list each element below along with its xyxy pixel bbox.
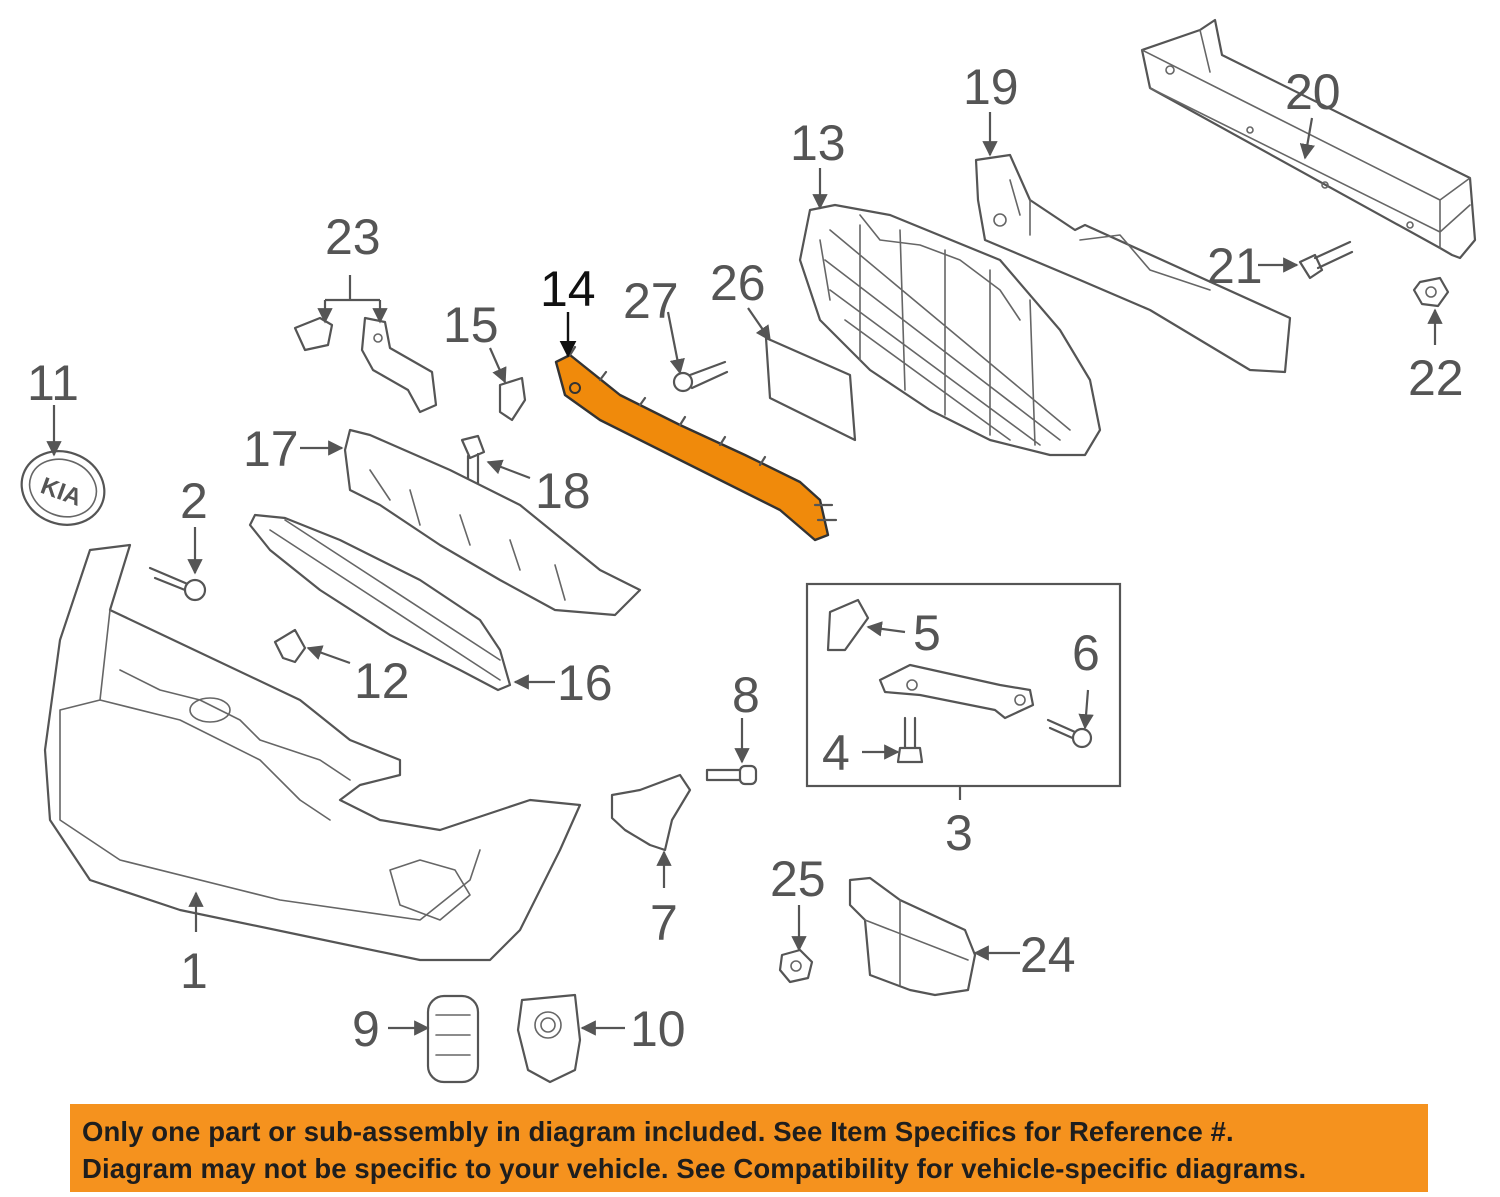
part-8-bolt (705, 764, 758, 786)
part-10-lamp-housing (516, 993, 582, 1084)
callout-27: 27 (623, 273, 679, 329)
part-1-bumper-cover (43, 543, 582, 962)
callout-7: 7 (650, 895, 678, 951)
callout-10: 10 (630, 1001, 686, 1057)
callout-25: 25 (770, 851, 826, 907)
part-2-bolt (148, 566, 207, 602)
callout-3: 3 (945, 805, 973, 861)
callout-5: 5 (913, 605, 941, 661)
callout-15: 15 (443, 297, 499, 353)
callout-8: 8 (732, 667, 760, 723)
part-26-plate-bracket (764, 336, 857, 442)
part-21-bolt (1298, 240, 1354, 280)
disclaimer-line-2: Diagram may not be specific to your vehi… (82, 1153, 1307, 1184)
callout-23: 23 (325, 209, 381, 265)
part-7-bracket (610, 773, 692, 852)
part-18-bolt (460, 434, 486, 487)
callout-24: 24 (1020, 927, 1076, 983)
callout-12: 12 (354, 653, 410, 709)
part-11-emblem: KIA (20, 450, 106, 526)
disclaimer-banner: Only one part or sub-assembly in diagram… (70, 1104, 1428, 1192)
callout-6: 6 (1072, 625, 1100, 681)
part-22-nut (1412, 276, 1450, 308)
part-25-nut (778, 948, 814, 984)
part-23-brackets (293, 316, 438, 414)
callout-22: 22 (1408, 350, 1464, 406)
part-12-push-clip (273, 628, 307, 664)
callout-18: 18 (535, 463, 591, 519)
callout-2: 2 (180, 473, 208, 529)
callout-16: 16 (557, 655, 613, 711)
part-16-lower-grille (248, 513, 512, 692)
part-15-clip (498, 376, 527, 422)
callout-1: 1 (180, 943, 208, 999)
callout-14: 14 (540, 261, 596, 317)
callout-21: 21 (1207, 238, 1263, 294)
callout-numbers: 1 2 3 4 5 6 7 8 9 10 11 12 13 14 15 16 1… (27, 59, 1464, 1057)
callout-20: 20 (1285, 64, 1341, 120)
part-13-grille (798, 203, 1102, 457)
part-27-screw (672, 360, 729, 393)
part-24-module (848, 876, 977, 997)
part-17-upper-bracket (343, 428, 642, 617)
part-19-energy-absorber (974, 153, 1292, 374)
leader-lines (46, 112, 1443, 1036)
callout-17: 17 (243, 421, 299, 477)
part-9-vent (426, 994, 480, 1084)
part-3-group-box (805, 582, 1122, 788)
disclaimer-line-1: Only one part or sub-assembly in diagram… (82, 1116, 1234, 1147)
callout-19: 19 (963, 59, 1019, 115)
callout-13: 13 (790, 115, 846, 171)
callout-4: 4 (822, 725, 850, 781)
callout-11: 11 (27, 355, 79, 411)
callout-26: 26 (710, 255, 766, 311)
callout-9: 9 (352, 1001, 380, 1057)
